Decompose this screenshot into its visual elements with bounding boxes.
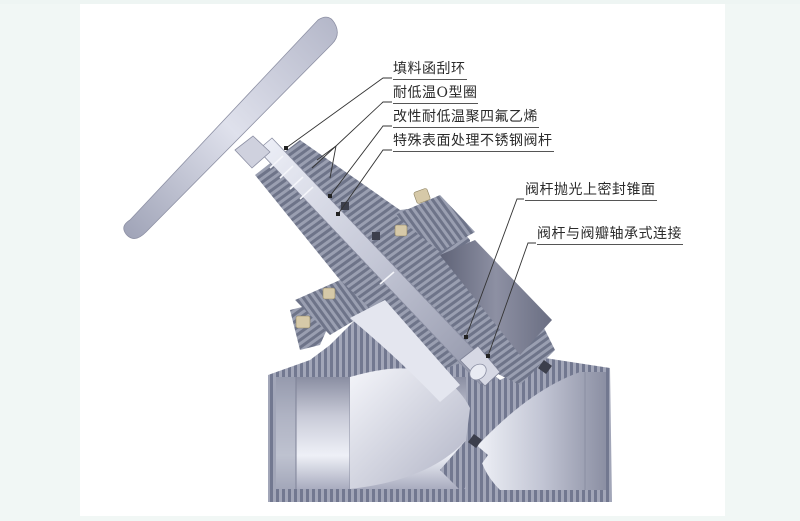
bonnet-bolts bbox=[295, 188, 431, 329]
callout-stem-disc-bearing-connection: 阀杆与阀瓣轴承式连接 bbox=[537, 225, 683, 245]
outlet-port bbox=[478, 372, 606, 490]
leader-lines bbox=[285, 77, 536, 357]
valve-body bbox=[268, 300, 612, 502]
callout-packing-scraper-ring: 填料函刮环 bbox=[393, 60, 467, 80]
top-margin-strip bbox=[0, 0, 800, 4]
callout-low-temp-o-ring: 耐低温O型圈 bbox=[393, 84, 479, 104]
callout-special-surface-stem: 特殊表面处理不锈钢阀杆 bbox=[393, 132, 554, 152]
handwheel bbox=[123, 16, 338, 239]
callout-stem-polished-backseat: 阀杆抛光上密封锥面 bbox=[525, 181, 657, 201]
callout-modified-ptfe: 改性耐低温聚四氟乙烯 bbox=[393, 108, 539, 128]
disc-chamber bbox=[440, 240, 552, 355]
valve-stem bbox=[257, 137, 501, 387]
leader-arrowheads bbox=[284, 146, 490, 358]
seat-seal-inserts bbox=[341, 202, 552, 448]
